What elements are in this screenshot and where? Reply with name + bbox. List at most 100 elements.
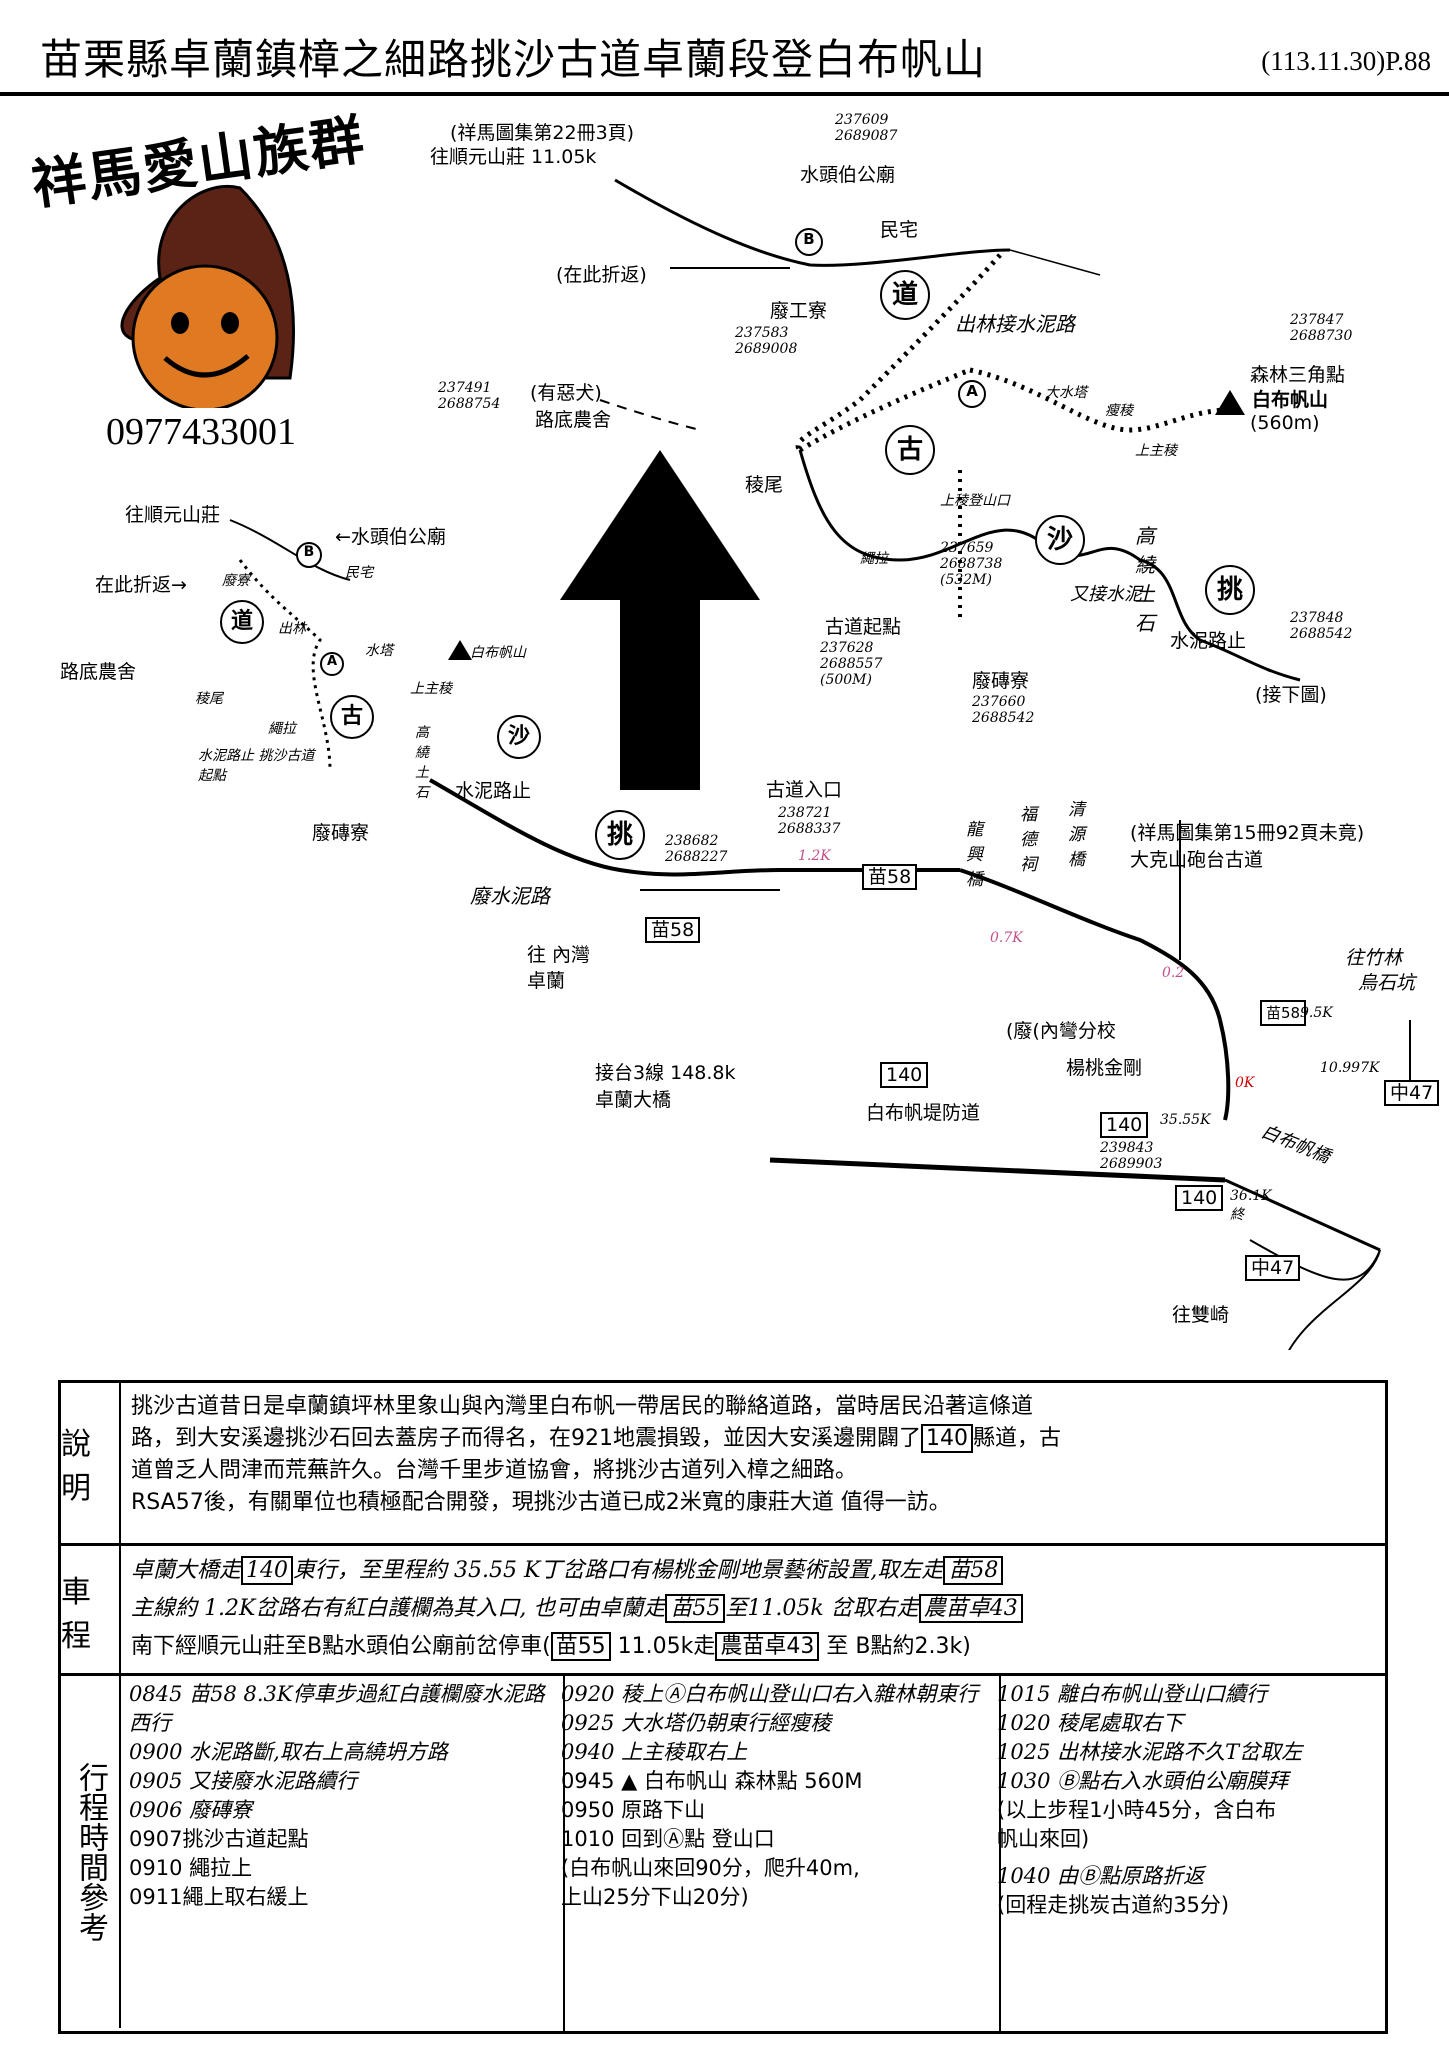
itin-entry: 0911繩上取右緩上 xyxy=(129,1885,309,1909)
label-thin-ridge: 瘦稜 xyxy=(1105,403,1133,419)
label-km-1-2: 1.2K xyxy=(798,848,831,864)
itin-entry: 1030 Ⓑ點右入水頭伯公廟膜拜 xyxy=(997,1769,1289,1793)
mini-cement-end-2: 水泥路止 xyxy=(455,780,532,802)
itin-entry: 上山25分下山20分) xyxy=(561,1885,749,1909)
phone-number: 0977433001 xyxy=(106,411,296,453)
label-forest-exit: 出林接水泥路 xyxy=(955,312,1075,336)
drive-part: 至11.05k 岔取右走 xyxy=(725,1596,919,1621)
label-entrance: 古道入口 xyxy=(766,779,843,801)
north-arrow-icon xyxy=(560,450,760,790)
mini-brick: 廢磚寮 xyxy=(312,822,370,844)
itin-entry: 1020 稜尾處取右下 xyxy=(997,1711,1184,1735)
label-to-zhulin: 往竹林 xyxy=(1345,947,1403,969)
label-next-map: (接下圖) xyxy=(1255,684,1327,706)
road-box: 苗55 xyxy=(665,1594,726,1623)
road-miao58-c: 苗58 xyxy=(1260,1000,1307,1026)
road-58 xyxy=(959,868,1222,1021)
desc-line: 挑沙古道昔日是卓蘭鎮坪林里象山與內灣里白布帆一帶居民的聯絡道路，當時居民沿著這條… xyxy=(131,1394,1034,1419)
label-km-35-55: 35.55K xyxy=(1160,1112,1211,1128)
glyph-sha: 沙 xyxy=(1035,515,1085,565)
label-km-10997: 10.997K xyxy=(1320,1060,1380,1076)
itin-entry: 0920 稜上Ⓐ白布帆山登山口右入雜林朝東行 xyxy=(561,1682,979,1706)
label-fierce-dog: (有惡犬) xyxy=(530,382,602,404)
label-cement-end: 水泥路止 xyxy=(1170,630,1247,652)
drive-part: 東行，至里程約 35.55 K丁岔路口有楊桃金剛地景藝術設置,取左走 xyxy=(293,1558,944,1583)
itin-entry: 0905 又接廢水泥路續行 xyxy=(129,1769,358,1793)
title-divider xyxy=(0,92,1449,96)
itin-entry: 0945 ▲ 白布帆山 森林點 560M xyxy=(561,1769,863,1793)
label-km-0: 0K xyxy=(1235,1075,1255,1091)
label-atlas-top: (祥馬圖集第22冊3頁) xyxy=(450,122,635,144)
itin-entry: 帆山來回) xyxy=(997,1827,1090,1851)
coord-farm: 237491 2688754 xyxy=(438,380,501,412)
label-trail-start: 古道起點 xyxy=(825,616,902,638)
itin-entry: (回程走挑炭古道約35分) xyxy=(997,1893,1230,1917)
road-box: 農苗卓43 xyxy=(918,1594,1023,1623)
label-road3: 接台3線 148.8k xyxy=(595,1062,736,1084)
route-map xyxy=(229,178,1411,1350)
label-temple: 水頭伯公廟 xyxy=(800,164,896,186)
drive-line: 南下經順元山莊至B點水頭伯公廟前岔停車(苗55 11.05k走農苗卓43 至 B… xyxy=(131,1628,1377,1666)
label-ridge-entry: 上稜登山口 xyxy=(940,493,1010,509)
road-zhong47-a: 中47 xyxy=(1384,1080,1440,1106)
glyph-gu: 古 xyxy=(885,425,935,475)
desc-header: 說明 xyxy=(61,1383,121,1543)
itin-entry: 0845 苗58 8.3K停車步過紅白護欄廢水泥路西行 xyxy=(129,1682,545,1735)
drive-part: 主線約 1.2K岔路右有紅白護欄為其入口, 也可由卓蘭走 xyxy=(131,1596,666,1621)
mini-glyph-gu: 古 xyxy=(330,695,374,739)
road-box: 140 xyxy=(241,1556,294,1585)
road-140-a: 140 xyxy=(880,1062,929,1088)
glyph-tiao-lower: 挑 xyxy=(595,810,645,860)
coord-waste: 238682 2688227 xyxy=(665,833,728,865)
drive-part: 南下經順元山莊至B點水頭伯公廟前岔停車( xyxy=(131,1634,551,1659)
road-box: 苗58 xyxy=(943,1556,1004,1585)
itin-entry: 0906 廢磚寮 xyxy=(129,1798,253,1822)
dog-trail xyxy=(599,399,701,431)
label-residence: 民宅 xyxy=(880,219,919,241)
label-km-0-7: 0.7K xyxy=(990,930,1023,946)
itinerary-col-3: 1015 離白布帆山登山口續行 1020 稜尾處取右下 1025 出林接水泥路不… xyxy=(991,1676,1383,2034)
label-farmhouse: 路底農舍 xyxy=(535,409,612,431)
coord-peak: 237847 2688730 xyxy=(1290,312,1353,344)
drive-header: 車程 xyxy=(61,1546,121,1676)
mini-farmhouse: 路底農舍 xyxy=(60,661,137,683)
desc-text: 挑沙古道昔日是卓蘭鎮坪林里象山與內灣里白布帆一帶居民的聯絡道路，當時居民沿著這條… xyxy=(131,1391,1377,1519)
itin-entry: (白布帆山來回90分，爬升40m, xyxy=(561,1856,860,1880)
itin-entry: 0900 水泥路斷,取右上高繞坍方路 xyxy=(129,1740,448,1764)
glyph-dao: 道 xyxy=(880,270,930,320)
mini-glyph-dao: 道 xyxy=(220,600,264,644)
label-levee: 白布帆堤防道 xyxy=(866,1102,981,1124)
mini-ridge-end: 稜尾 xyxy=(195,691,223,707)
label-ridge-end: 稜尾 xyxy=(745,474,784,496)
road-box: 農苗卓43 xyxy=(715,1632,820,1661)
coord-entry: 237659 2688738 (532M) xyxy=(940,540,1003,588)
itin-entry: 1010 回到Ⓐ點 登山口 xyxy=(561,1827,775,1851)
itin-entry: (以上步程1小時45分，含白布 xyxy=(997,1798,1277,1822)
label-abandoned-shed: 廢工寮 xyxy=(770,300,828,322)
itin-entry: 1025 出林接水泥路不久T岔取左 xyxy=(997,1740,1303,1764)
label-rope: 繩拉 xyxy=(860,551,888,567)
desc-line-part: 縣道，古 xyxy=(973,1426,1062,1451)
mini-to-shunyuan: 往順元山莊 xyxy=(125,504,221,526)
peak-icon xyxy=(448,640,472,660)
desc-line: 道曾乏人問津而荒蕪許久。台灣千里步道協會，將挑沙古道列入樟之細路。 xyxy=(131,1458,858,1483)
itin-entry: 0950 原路下山 xyxy=(561,1798,706,1822)
label-brick-shed: 廢磚寮 xyxy=(972,670,1030,692)
point-b-marker: B xyxy=(795,228,823,256)
label-dakeshan: 大克山砲台古道 xyxy=(1130,849,1264,871)
mini-point-b: B xyxy=(296,542,322,568)
road-line xyxy=(614,178,1011,267)
label-waste-cement: 廢水泥路 xyxy=(470,884,550,908)
mini-shed: 廢寮 xyxy=(222,573,250,589)
itinerary-header: 行程時間參考 xyxy=(61,1676,121,2028)
drive-part: 卓蘭大橋走 xyxy=(131,1558,242,1583)
label-to-shuangqi: 往雙崎 xyxy=(1172,1304,1230,1326)
road-140-c: 140 xyxy=(1175,1185,1224,1211)
label-km-36-1: 36.1K 終 xyxy=(1230,1188,1272,1223)
itinerary-row: 行程時間參考 0845 苗58 8.3K停車步過紅白護欄廢水泥路西行 0900 … xyxy=(61,1673,1385,2034)
mini-point-a: A xyxy=(320,652,344,676)
